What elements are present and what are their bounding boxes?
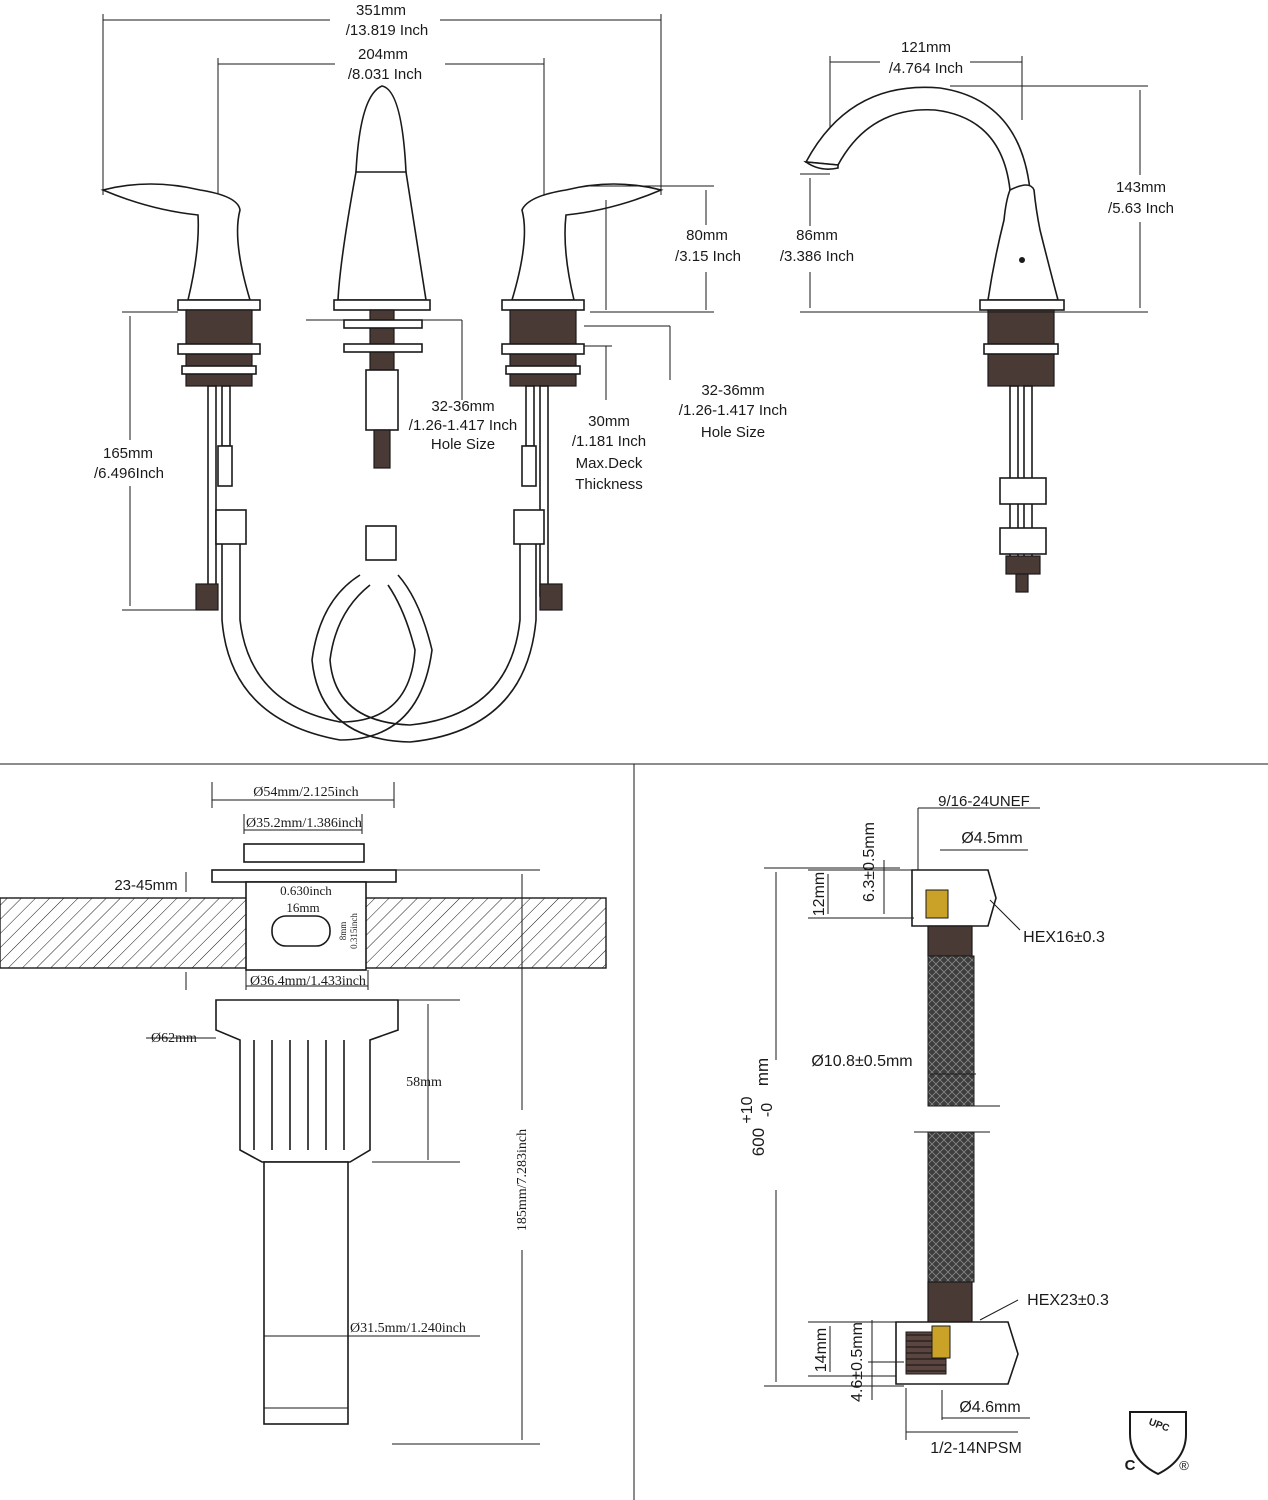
spout-height-mm: 86mm xyxy=(796,227,838,244)
flange-diameter: Ø54mm/2.125inch xyxy=(253,785,358,800)
drain-nut xyxy=(215,999,399,1163)
length-unit: mm xyxy=(753,1058,772,1086)
length-minus: -0 xyxy=(759,1103,776,1117)
hole-size-right-inch: /1.26-1.417 Inch xyxy=(679,402,787,419)
right-handle xyxy=(510,183,664,301)
thread-length: 58mm xyxy=(406,1075,442,1090)
top-tolerance: 6.3±0.5mm xyxy=(861,822,878,902)
total-length: 185mm/7.283inch xyxy=(515,1129,530,1231)
body-diameter: Ø36.4mm/1.433inch xyxy=(250,974,366,989)
hole-size-right-mm: 32-36mm xyxy=(701,382,764,399)
supply-hose-left xyxy=(221,544,433,741)
handle-height-mm: 80mm xyxy=(686,227,728,244)
inner-dia-top: Ø4.5mm xyxy=(961,830,1022,847)
handle-spacing-inch: /8.031 Inch xyxy=(348,66,422,83)
top-nut-height: 12mm xyxy=(811,872,828,916)
faucet-front-view: 351mm /13.819 Inch 204mm /8.031 Inch xyxy=(94,2,787,743)
spout-reach-mm: 121mm xyxy=(901,39,951,56)
slot-height-mm: 8mm xyxy=(338,922,348,941)
spout-reach-inch: /4.764 Inch xyxy=(889,60,963,77)
side-spout xyxy=(804,86,1031,191)
faucet-side-view: 121mm /4.764 Inch 86mm /3.386 Inch 143mm… xyxy=(780,39,1174,593)
center-spout xyxy=(355,85,407,177)
tailpiece-diameter: Ø31.5mm/1.240inch xyxy=(350,1321,466,1336)
bottom-tolerance: 4.6±0.5mm xyxy=(849,1322,866,1402)
upc-mark-left: C xyxy=(1125,1457,1136,1474)
overall-width-inch: /13.819 Inch xyxy=(346,22,429,39)
supply-hose-right xyxy=(311,544,537,743)
hose-diameter: Ø10.8±0.5mm xyxy=(811,1053,912,1070)
left-handle xyxy=(100,183,252,301)
below-deck-inch: /6.496Inch xyxy=(94,465,164,482)
drain-cap xyxy=(243,843,365,863)
supply-hose-detail: 9/16-24UNEF Ø4.5mm Ø10.8±0.5mm HEX16±0.3… xyxy=(739,793,1189,1476)
handle-spacing-mm: 204mm xyxy=(358,46,408,63)
length-plus: +10 xyxy=(739,1096,756,1123)
hole-size-center-label: Hole Size xyxy=(431,436,495,453)
spout-height-inch: /3.386 Inch xyxy=(780,248,854,265)
cap-diameter: Ø35.2mm/1.386inch xyxy=(246,816,362,831)
nut-diameter: Ø62mm xyxy=(151,1031,197,1046)
deck-thickness-inch: /1.181 Inch xyxy=(572,433,646,450)
overall-width-mm: 351mm xyxy=(356,2,406,19)
top-hex-nut xyxy=(911,869,997,927)
handle-height-inch: /3.15 Inch xyxy=(675,248,741,265)
deck-range: 23-45mm xyxy=(114,877,177,894)
upc-certification-mark: UPC C ® xyxy=(1125,1411,1189,1476)
upc-mark-right: ® xyxy=(1179,1458,1189,1473)
deck-thickness-label2: Thickness xyxy=(575,476,643,493)
overall-height-inch: /5.63 Inch xyxy=(1108,200,1174,217)
hole-size-center-mm: 32-36mm xyxy=(431,398,494,415)
below-deck-mm: 165mm xyxy=(103,445,153,462)
slot-width: 16mm xyxy=(286,900,319,915)
hole-size-right-label: Hole Size xyxy=(701,424,765,441)
thread-spec: 9/16-24UNEF xyxy=(938,793,1030,810)
length-value: 600 xyxy=(749,1128,768,1156)
slot-height-in: 0.315inch xyxy=(349,913,359,949)
drain-assembly: Ø54mm/2.125inch Ø35.2mm/1.386inch 23-45m… xyxy=(0,782,607,1445)
bottom-hex: HEX23±0.3 xyxy=(1027,1292,1109,1309)
bottom-thread: 1/2-14NPSM xyxy=(930,1440,1022,1457)
overall-height-mm: 143mm xyxy=(1116,179,1166,196)
hole-size-center-inch: /1.26-1.417 Inch xyxy=(409,417,517,434)
bottom-nut-height: 14mm xyxy=(813,1328,830,1372)
deck-thickness-mm: 30mm xyxy=(588,413,630,430)
drain-tailpiece xyxy=(263,1161,349,1425)
inner-dia-bottom: Ø4.6mm xyxy=(959,1399,1020,1416)
deck-thickness-label1: Max.Deck xyxy=(576,455,643,472)
braided-hose xyxy=(927,955,975,1107)
overflow-height: 0.630inch xyxy=(280,883,332,898)
top-hex: HEX16±0.3 xyxy=(1023,929,1105,946)
